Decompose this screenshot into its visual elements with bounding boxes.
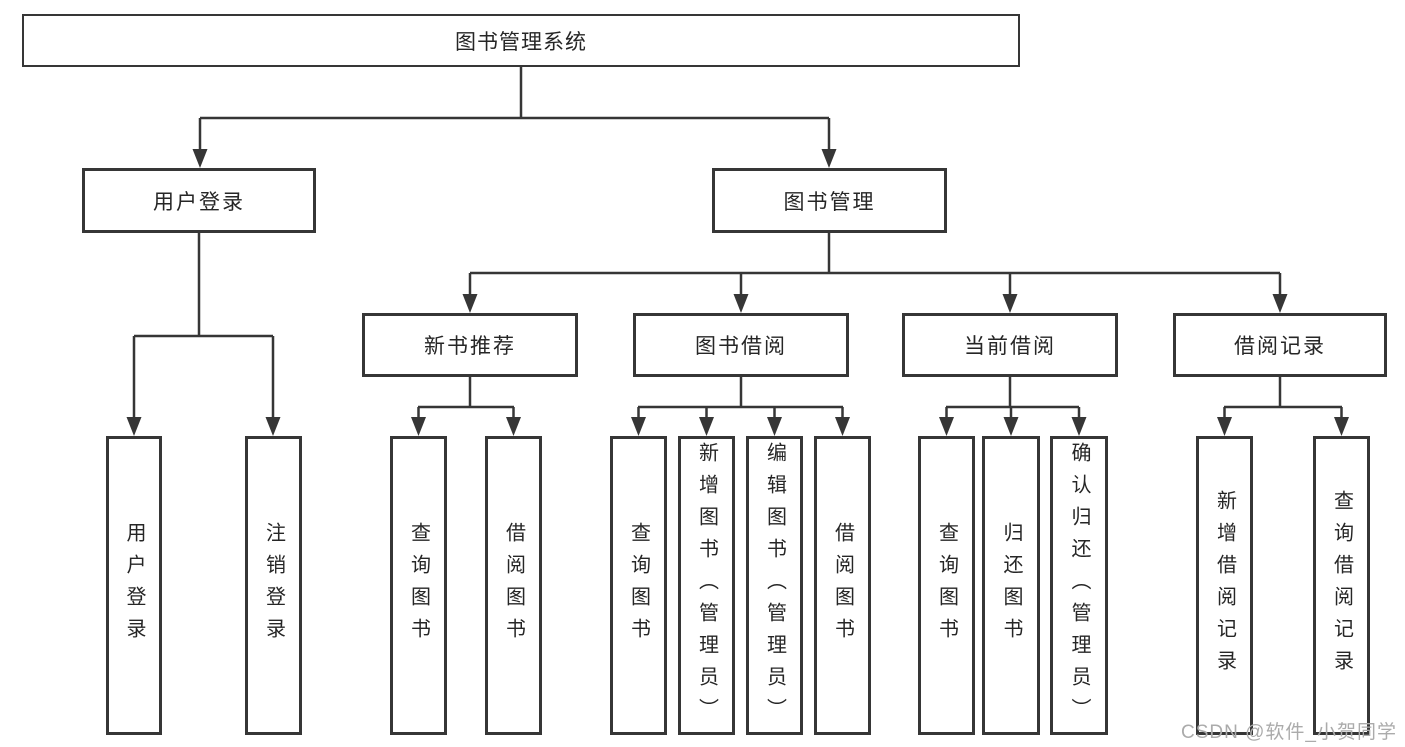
arrowhead-icon bbox=[1334, 417, 1349, 436]
leaf-recommend-query-books: 查询图书 bbox=[390, 436, 447, 735]
node-book-borrowing: 图书借阅 bbox=[633, 313, 849, 377]
arrowhead-icon bbox=[631, 417, 646, 436]
connector-book-management-children bbox=[462, 233, 1288, 313]
node-borrowing-records: 借阅记录 bbox=[1173, 313, 1387, 377]
leaf-borrowing-borrow-books-label: 借阅图书 bbox=[831, 521, 854, 650]
node-user-login-group: 用户登录 bbox=[82, 168, 316, 233]
leaf-records-query-borrow-record: 查询借阅记录 bbox=[1313, 436, 1370, 735]
arrowhead-icon bbox=[1217, 417, 1232, 436]
arrowhead-icon bbox=[939, 417, 954, 436]
connector-borrowing-records-children bbox=[1217, 377, 1349, 436]
connector-current-borrowing-children bbox=[939, 377, 1087, 436]
connector-new-book-recommend-children bbox=[411, 377, 521, 436]
leaf-user-login: 用户登录 bbox=[106, 436, 162, 735]
arrowhead-icon bbox=[1003, 417, 1019, 436]
arrowhead-icon bbox=[126, 417, 142, 436]
arrowhead-icon bbox=[506, 417, 521, 436]
leaf-borrowing-edit-books-admin: 编辑图书（管理员） bbox=[746, 436, 803, 735]
leaf-current-confirm-return-admin-label: 确认归还（管理员） bbox=[1068, 441, 1090, 730]
arrowhead-icon bbox=[699, 417, 714, 436]
leaf-borrowing-edit-books-admin-label: 编辑图书（管理员） bbox=[763, 441, 786, 730]
arrowhead-icon bbox=[767, 417, 782, 436]
leaf-current-query-books: 查询图书 bbox=[918, 436, 975, 735]
leaf-borrowing-add-books-admin-label: 新增图书（管理员） bbox=[695, 441, 718, 730]
leaf-recommend-borrow-books-label: 借阅图书 bbox=[502, 521, 525, 650]
arrowhead-icon bbox=[462, 294, 478, 313]
leaf-borrowing-query-books-label: 查询图书 bbox=[627, 521, 650, 650]
node-book-management-system: 图书管理系统 bbox=[22, 14, 1020, 67]
leaf-current-confirm-return-admin: 确认归还（管理员） bbox=[1050, 436, 1108, 735]
arrowhead-icon bbox=[192, 149, 208, 168]
csdn-watermark: CSDN @软件_小贺同学 bbox=[1181, 722, 1397, 743]
arrowhead-icon bbox=[821, 149, 837, 168]
leaf-recommend-query-books-label: 查询图书 bbox=[407, 521, 430, 650]
leaf-records-add-borrow-record-label: 新增借阅记录 bbox=[1213, 489, 1236, 682]
leaf-current-return-books: 归还图书 bbox=[982, 436, 1040, 735]
leaf-recommend-borrow-books: 借阅图书 bbox=[485, 436, 542, 735]
leaf-borrowing-query-books: 查询图书 bbox=[610, 436, 667, 735]
connector-book-borrowing-children bbox=[631, 377, 850, 436]
node-new-book-recommend: 新书推荐 bbox=[362, 313, 578, 377]
connector-user-login-children bbox=[126, 233, 281, 436]
arrowhead-icon bbox=[835, 417, 850, 436]
leaf-borrowing-add-books-admin: 新增图书（管理员） bbox=[678, 436, 735, 735]
leaf-logout-login: 注销登录 bbox=[245, 436, 302, 735]
node-current-borrowing: 当前借阅 bbox=[902, 313, 1118, 377]
arrowhead-icon bbox=[1272, 294, 1288, 313]
leaf-records-query-borrow-record-label: 查询借阅记录 bbox=[1330, 489, 1353, 682]
leaf-borrowing-borrow-books: 借阅图书 bbox=[814, 436, 871, 735]
leaf-current-query-books-label: 查询图书 bbox=[935, 521, 958, 650]
leaf-logout-login-label: 注销登录 bbox=[262, 521, 285, 650]
arrowhead-icon bbox=[1002, 294, 1018, 313]
arrowhead-icon bbox=[265, 417, 281, 436]
leaf-user-login-label: 用户登录 bbox=[123, 521, 145, 650]
node-book-management: 图书管理 bbox=[712, 168, 947, 233]
arrowhead-icon bbox=[411, 417, 426, 436]
connector-root-to-level2 bbox=[192, 67, 837, 168]
leaf-current-return-books-label: 归还图书 bbox=[1000, 521, 1022, 650]
arrowhead-icon bbox=[1071, 417, 1087, 436]
leaf-records-add-borrow-record: 新增借阅记录 bbox=[1196, 436, 1253, 735]
arrowhead-icon bbox=[733, 294, 749, 313]
